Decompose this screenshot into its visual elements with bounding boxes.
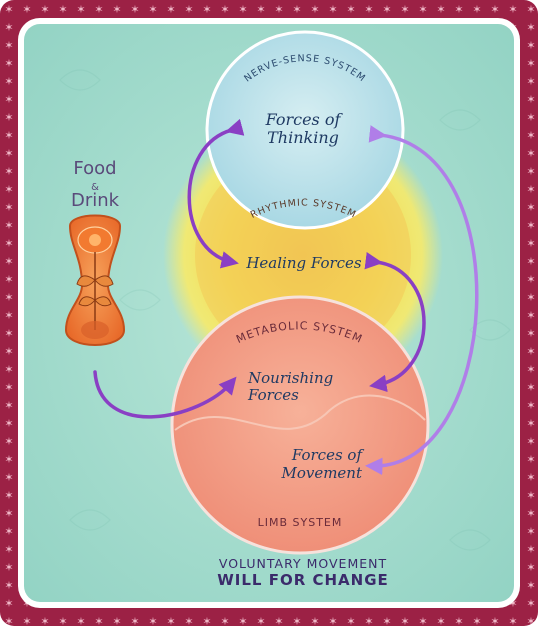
nourishing-forces-line1: Nourishing: [247, 369, 333, 387]
ampersand-label: &: [91, 182, 99, 193]
thinking-healing-arrow: [187, 118, 245, 269]
metabolic-limb-circle: [170, 295, 430, 555]
healing-nourishing-arrow: [364, 252, 426, 393]
background-texture: [59, 69, 511, 551]
forces-of-movement-line2: Movement: [280, 464, 363, 482]
holistic-forces-diagram: NERVE-SENSE SYSTEM RHYTHMIC SYSTEM METAB…: [24, 24, 514, 602]
footer-line1: VOLUNTARY MOVEMENT: [219, 556, 387, 571]
food-organ-icon: [64, 214, 126, 346]
limb-caption: LIMB SYSTEM: [258, 516, 343, 529]
nourishing-forces-line2: Forces: [247, 386, 299, 404]
force-arrows: [93, 118, 479, 476]
food-nourishing-arrow: [93, 370, 237, 419]
food-label: Food: [73, 158, 116, 179]
thinking-movement-arrow: [365, 125, 479, 476]
forces-of-thinking-line2: Thinking: [267, 128, 339, 147]
nerve-sense-circle: [205, 30, 405, 230]
forces-of-movement-line1: Forces of: [291, 446, 365, 464]
footer-line2: WILL FOR CHANGE: [217, 571, 389, 589]
forces-of-thinking-line1: Forces of: [265, 110, 344, 129]
metabolic-limb-divider: [174, 394, 426, 431]
healing-forces-label: Healing Forces: [245, 254, 362, 272]
drink-label: Drink: [71, 190, 120, 211]
diagram-area: NERVE-SENSE SYSTEM RHYTHMIC SYSTEM METAB…: [24, 24, 514, 602]
